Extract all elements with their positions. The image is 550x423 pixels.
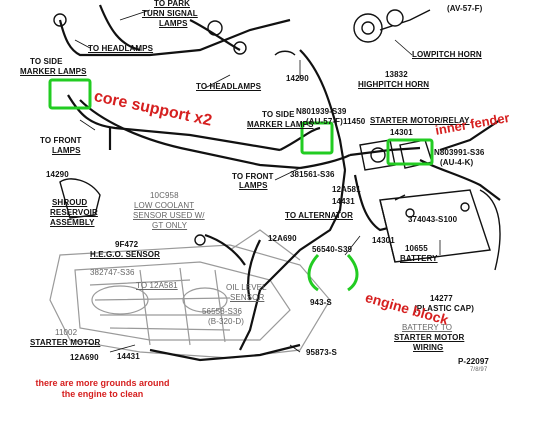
label-au57f-mid: (AU-57-F) bbox=[306, 117, 343, 126]
label-n801939: N801939-S39 bbox=[296, 107, 347, 116]
label-plastic-cap: (PLASTIC CAP) bbox=[414, 304, 474, 313]
label-highpitch-horn: HIGHPITCH HORN bbox=[358, 80, 430, 89]
label-gt-only: GT ONLY bbox=[152, 221, 188, 230]
label-reservoir: RESERVOIR bbox=[50, 208, 98, 217]
wiring-harness bbox=[58, 4, 501, 362]
label-14431-low: 14431 bbox=[117, 352, 140, 361]
components bbox=[53, 9, 501, 271]
label-382747: 382747-S36 bbox=[90, 268, 135, 277]
label-lamps-top: LAMPS bbox=[159, 19, 188, 28]
label-au4k: (AU-4-K) bbox=[440, 158, 474, 167]
label-sensor: SENSOR bbox=[230, 293, 265, 302]
label-battery: BATTERY bbox=[400, 254, 438, 263]
label-11002: 11002 bbox=[55, 328, 78, 337]
label-95873: 95873-S bbox=[306, 348, 337, 357]
label-13832: 13832 bbox=[385, 70, 408, 79]
label-to-front-left: TO FRONT bbox=[40, 136, 82, 145]
label-9f472: 9F472 bbox=[115, 240, 139, 249]
leader-lines bbox=[74, 9, 441, 353]
label-n374043: 374043-S100 bbox=[408, 215, 458, 224]
label-p22097: P-22097 bbox=[458, 357, 489, 366]
label-14290-top: 14290 bbox=[286, 74, 309, 83]
label-lowpitch-horn: LOWPITCH HORN bbox=[412, 50, 482, 59]
note-line-2: the engine to clean bbox=[61, 389, 144, 399]
note-line-1: there are more grounds around bbox=[35, 378, 170, 388]
label-to-alternator: TO ALTERNATOR bbox=[285, 211, 353, 220]
label-turn-signal: TURN SIGNAL bbox=[142, 9, 198, 18]
label-shroud: SHROUD bbox=[52, 198, 88, 207]
label-lamps-mid: LAMPS bbox=[239, 181, 268, 190]
label-to-headlamps-2: TO HEADLAMPS bbox=[196, 82, 262, 91]
label-oil-level: OIL LEVEL bbox=[226, 283, 267, 292]
label-date: 7/8/97 bbox=[470, 367, 488, 373]
label-11450: 11450 bbox=[343, 117, 366, 126]
label-to-front-mid: TO FRONT bbox=[232, 172, 274, 181]
label-av57f-top: (AV-57-F) bbox=[447, 4, 483, 13]
label-n381561: 381561-S36 bbox=[290, 170, 335, 179]
label-starter-motor-r: STARTER MOTOR bbox=[394, 333, 465, 342]
label-to-side-mid: TO SIDE bbox=[262, 110, 295, 119]
label-starter-motor-l: STARTER MOTOR bbox=[30, 338, 101, 347]
label-10c958: 10C958 bbox=[150, 191, 179, 200]
label-sensor-used: SENSOR USED W/ bbox=[133, 211, 205, 220]
highlight-marks bbox=[48, 78, 434, 292]
label-marker-lamps-mid: MARKER LAMPS bbox=[247, 120, 314, 129]
label-56558: 56558-S36 bbox=[202, 307, 243, 316]
label-wiring: WIRING bbox=[413, 343, 444, 352]
label-lamps-left: LAMPS bbox=[52, 146, 81, 155]
label-12a581: 12A581 bbox=[332, 185, 361, 194]
label-marker-lamps-left: MARKER LAMPS bbox=[20, 67, 87, 76]
label-to-park: TO PARK bbox=[154, 0, 190, 8]
label-10655: 10655 bbox=[405, 244, 428, 253]
label-14290-left: 14290 bbox=[46, 170, 69, 179]
label-12a690-mid: 12A690 bbox=[268, 234, 297, 243]
label-b320d: (B-320-D) bbox=[208, 317, 245, 326]
label-14277: 14277 bbox=[430, 294, 453, 303]
label-14301: 14301 bbox=[390, 128, 413, 137]
label-14431-top: 14431 bbox=[332, 197, 355, 206]
label-battery-to: BATTERY TO bbox=[402, 323, 453, 332]
label-assembly: ASSEMBLY bbox=[50, 218, 95, 227]
label-to-12a581: TO 12A581 bbox=[136, 281, 178, 290]
label-starter-motor-relay: STARTER MOTOR/RELAY bbox=[370, 116, 470, 125]
label-hego: H.E.G.O. SENSOR bbox=[90, 250, 160, 259]
label-14301-right: 14301 bbox=[372, 236, 395, 245]
label-low-coolant: LOW COOLANT bbox=[134, 201, 195, 210]
label-n56540: 56540-S39 bbox=[312, 245, 353, 254]
label-943s: 943-S bbox=[310, 298, 332, 307]
note-more-grounds: there are more grounds around the engine… bbox=[0, 378, 205, 400]
label-n803991: N803991-S36 bbox=[434, 148, 485, 157]
label-to-side-left: TO SIDE bbox=[30, 57, 63, 66]
label-to-headlamps-1: TO HEADLAMPS bbox=[88, 44, 154, 53]
label-12a690-low: 12A690 bbox=[70, 353, 99, 362]
